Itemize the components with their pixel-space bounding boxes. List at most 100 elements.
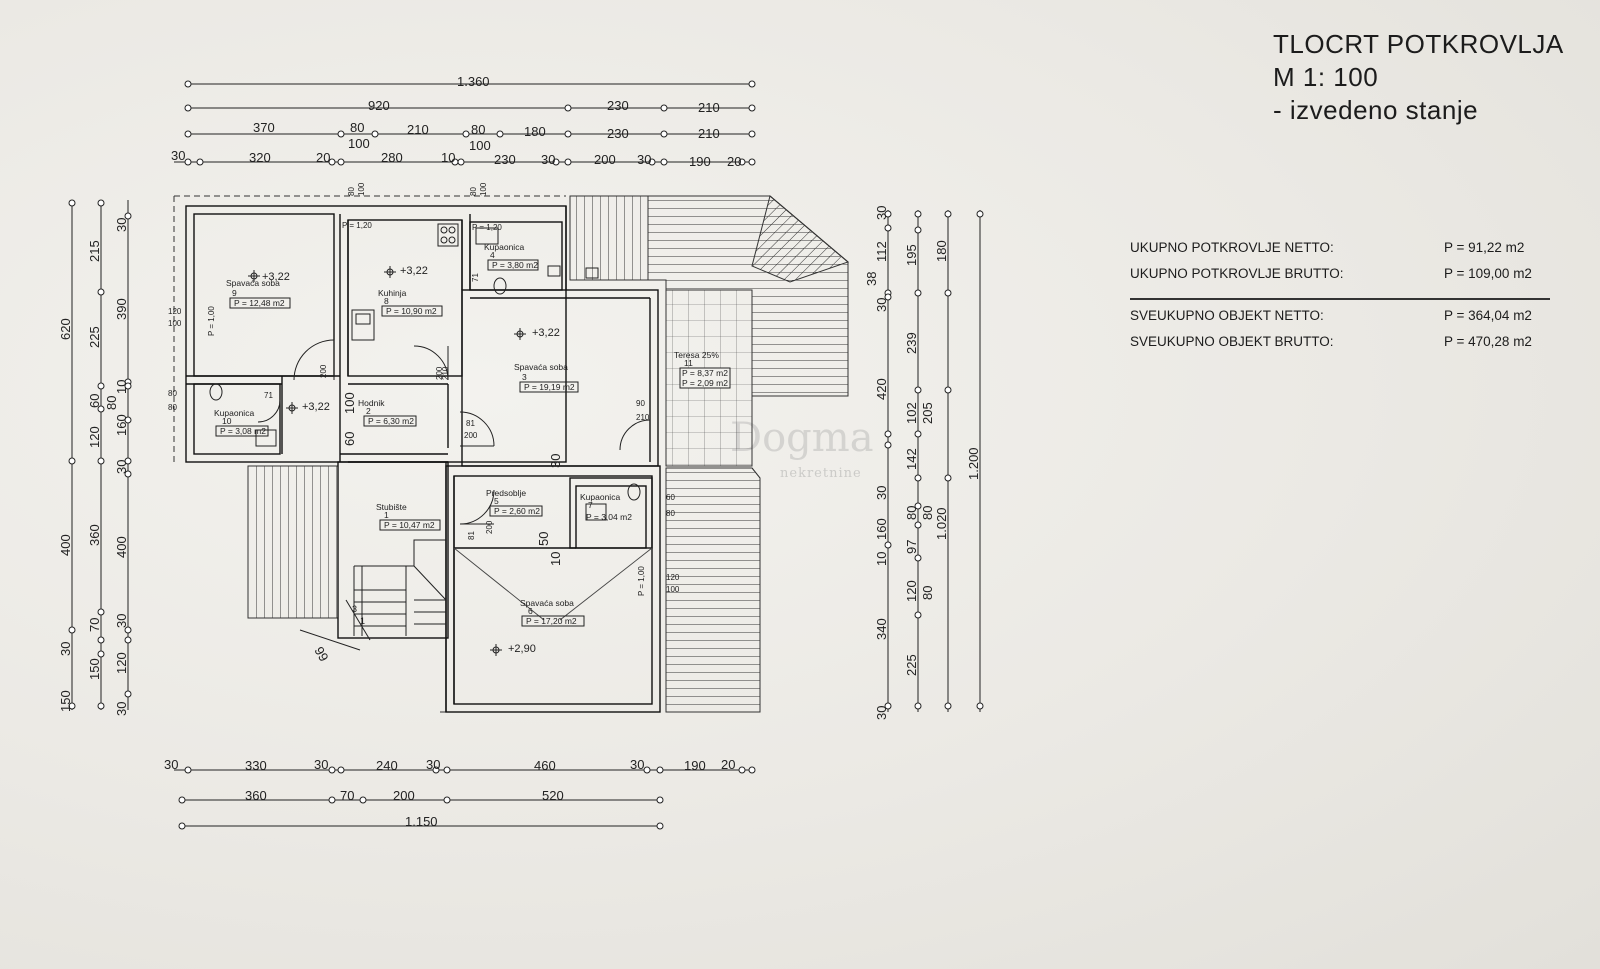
dimension-bottom: 30 330 30 240 30 460 30 190 20 360 70 20…: [164, 757, 756, 830]
dim-label: 30: [874, 706, 889, 720]
room-bathroom-10: Kupaonica 10 P = 3,08 m2: [214, 408, 269, 437]
dim-label: 400: [114, 536, 129, 558]
room-area: P = 10,47 m2: [384, 520, 435, 530]
ceiling-slope-lines: [453, 547, 653, 621]
drawing-title-block: TLOCRT POTKROVLJA M 1: 100 - izvedeno st…: [1273, 28, 1564, 127]
area-row-total-gross: SVEUKUPNO OBJEKT BRUTTO: P = 470,28 m2: [1130, 334, 1550, 360]
dimension-left: 620 400 150 215 225 60 120 360 70 30 150…: [58, 199, 132, 716]
door-height-label: 200: [435, 366, 444, 380]
dim-label: 30: [114, 702, 129, 716]
area-value: P = 364,04 m2: [1444, 308, 1532, 323]
room-name: Kupaonica: [484, 242, 524, 252]
dim-label: 30: [164, 757, 178, 772]
opening-label: 80: [168, 389, 177, 398]
opening-label: 120: [666, 573, 680, 582]
opening-label: 60: [666, 493, 675, 502]
room-area: P = 17,20 m2: [526, 616, 577, 626]
opening-width-label: 80: [469, 187, 478, 196]
watermark-logo: Dogma: [730, 415, 874, 461]
staircase: [299, 539, 447, 651]
dimension-top: 1.360 920 230 210 370 80 100 210 80 100 …: [171, 74, 756, 169]
dim-label: 70: [87, 618, 102, 632]
sill-height-label: P = 1,00: [637, 566, 646, 596]
dim-label: 280: [381, 150, 403, 165]
dim-label: 30: [637, 152, 651, 167]
area-summary-table: UKUPNO POTKROVLJE NETTO: P = 91,22 m2 UK…: [1130, 240, 1550, 360]
room-name: Kupaonica: [214, 408, 254, 418]
dim-label: 210: [698, 126, 720, 141]
room-area: P = 12,48 m2: [234, 298, 285, 308]
room-area: P = 19,19 m2: [524, 382, 575, 392]
dim-label: 30: [541, 152, 555, 167]
dim-label: 1.150: [405, 814, 438, 829]
room-name: Hodnik: [358, 398, 385, 408]
drawing-scale: M 1: 100: [1273, 62, 1379, 92]
dim-label: 10: [548, 552, 563, 566]
dim-label: 210: [407, 122, 429, 137]
room-number: 1: [384, 510, 389, 520]
dim-label: 150: [58, 690, 73, 712]
dim-label: 80: [920, 506, 935, 520]
room-staircase-1: Stubište 1 P = 10,47 m2: [376, 502, 441, 531]
sill-height-label: P = 1,00: [207, 306, 216, 336]
door-height-label: 200: [319, 364, 328, 378]
dim-label: 20: [727, 154, 741, 169]
opening-label: 120: [168, 307, 182, 316]
dim-label: 80: [904, 506, 919, 520]
room-area: P = 6,30 m2: [368, 416, 414, 426]
area-label: SVEUKUPNO OBJEKT BRUTTO:: [1130, 334, 1334, 349]
opening-label: 100: [168, 319, 182, 328]
dim-label: 370: [253, 120, 275, 135]
dim-label: 30: [874, 486, 889, 500]
dim-label: 520: [542, 788, 564, 803]
dim-label: 30: [874, 206, 889, 220]
room-number: 6: [528, 606, 533, 616]
dim-label: 97: [904, 540, 919, 554]
dim-label: 100: [342, 392, 357, 414]
dim-label: 120: [114, 652, 129, 674]
room-bedroom-3: Spavaća soba 3 P = 19,19 m2 +3,22: [514, 327, 579, 393]
door-height-label: 210: [636, 413, 650, 422]
room-number: 4: [490, 250, 495, 260]
dim-label: 60: [342, 432, 357, 446]
room-area: P = 3,04 m2: [586, 512, 632, 522]
area-row-total-net: SVEUKUPNO OBJEKT NETTO: P = 364,04 m2: [1130, 308, 1550, 334]
room-kitchen-8: Kuhinja 8 P = 10,90 m2 +3,22: [378, 265, 443, 317]
drawing-title: TLOCRT POTKROVLJA: [1273, 29, 1564, 59]
room-number: 2: [366, 406, 371, 416]
area-value: P = 91,22 m2: [1444, 240, 1525, 255]
room-bedroom-9: Spavaća soba 9 P = 12,48 m2 +3,22: [226, 271, 291, 309]
dim-label: 38: [864, 272, 879, 286]
room-name: Spavaća soba: [520, 598, 574, 608]
opening-height-label: 100: [357, 182, 366, 196]
room-name: Kupaonica: [580, 492, 620, 502]
dim-label: 180: [934, 240, 949, 262]
dim-label: 30: [171, 148, 185, 163]
area-value: P = 109,00 m2: [1444, 266, 1532, 281]
dim-label: 10: [441, 150, 455, 165]
room-area: P = 2,60 m2: [494, 506, 540, 516]
walls: [185, 205, 661, 713]
level-mark: +3,22: [262, 271, 290, 283]
dim-label: 120: [87, 426, 102, 448]
dim-label: 80: [471, 122, 485, 137]
dim-label: 239: [904, 332, 919, 354]
dim-label: 30: [630, 757, 644, 772]
room-number: 8: [384, 296, 389, 306]
dim-label: 112: [874, 241, 889, 262]
opening-label: 80: [168, 403, 177, 412]
room-labels: Spavaća soba 9 P = 12,48 m2 +3,22 Kuhinj…: [214, 242, 731, 655]
room-area-secondary: P = 2,09 m2: [682, 378, 728, 388]
door-width-label: 71: [471, 273, 480, 282]
dim-label: 30: [426, 757, 440, 772]
dim-label: 50: [536, 532, 551, 546]
level-mark: +3,22: [302, 401, 330, 413]
dim-label: 30: [874, 298, 889, 312]
dim-label: 190: [684, 758, 706, 773]
dim-label: 70: [340, 788, 354, 803]
dim-label: 200: [393, 788, 415, 803]
room-hallway-2: Hodnik 2 P = 6,30 m2 +3,22: [302, 398, 417, 427]
level-mark: +3,22: [400, 265, 428, 277]
room-name: Teresa 25%: [674, 350, 719, 360]
room-bathroom-7: Kupaonica 7 P = 3,04 m2: [580, 492, 632, 522]
